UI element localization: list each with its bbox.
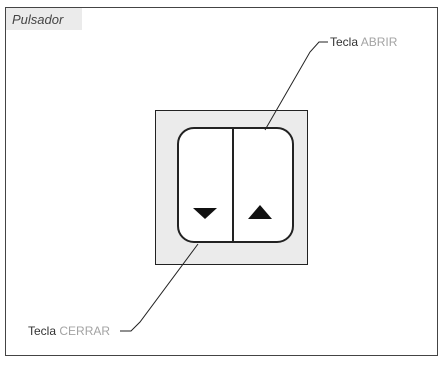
rocker-keys — [177, 127, 294, 243]
open-key-label: Tecla ABRIR — [330, 35, 398, 49]
open-key-label-keyword: ABRIR — [361, 35, 398, 49]
open-key-label-prefix: Tecla — [330, 35, 358, 49]
down-arrow-icon — [193, 208, 217, 219]
close-key-label-prefix: Tecla — [28, 324, 56, 338]
up-arrow-icon — [248, 205, 272, 219]
title-tab — [6, 8, 82, 30]
close-key-leader-line — [120, 243, 199, 332]
open-key-leader-line — [264, 41, 328, 131]
close-key-label: Tecla CERRAR — [28, 324, 110, 338]
figure-title: Pulsador — [12, 12, 64, 27]
close-key-label-keyword: CERRAR — [59, 324, 110, 338]
